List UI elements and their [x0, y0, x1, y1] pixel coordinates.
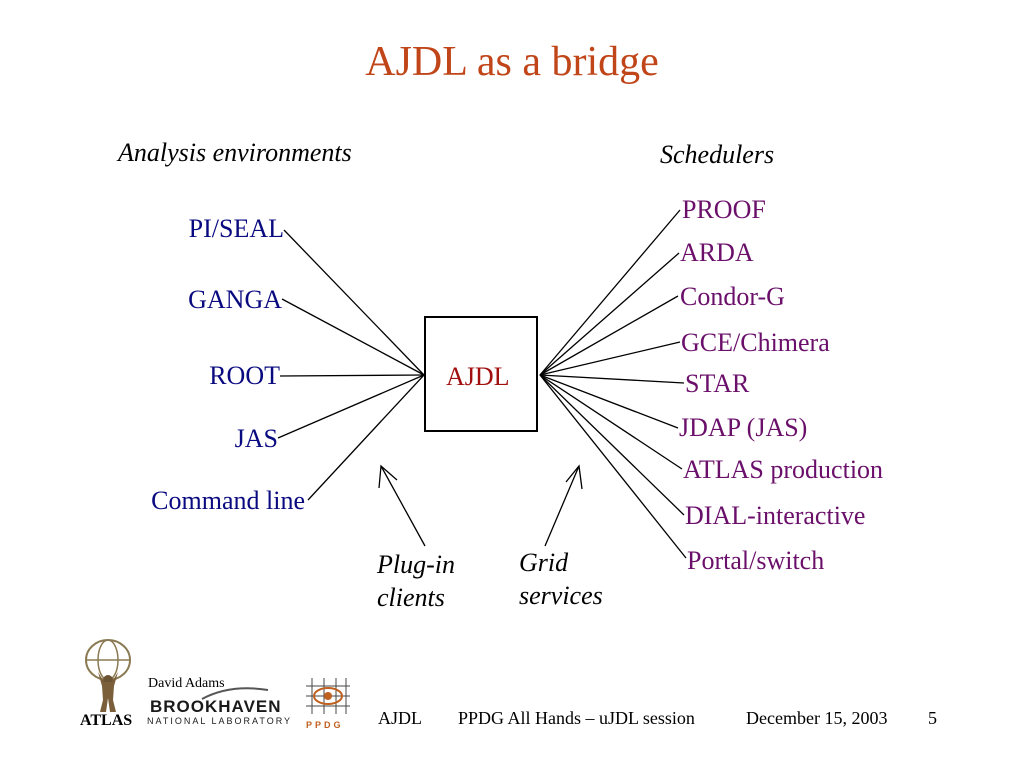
- connector-star: [539, 374, 685, 384]
- sched-portal-switch: Portal/switch: [687, 546, 825, 575]
- connector-atlas-production: [539, 374, 683, 470]
- grid-line2: services: [519, 581, 603, 610]
- ppdg-logo-text: PPDG: [306, 720, 344, 730]
- sched-atlas-production: ATLAS production: [683, 455, 884, 484]
- connector-ganga: [281, 298, 425, 376]
- sched-dial-interactive: DIAL-interactive: [685, 501, 866, 530]
- sched-condor-g: Condor-G: [680, 282, 785, 311]
- grid-line1: Grid: [519, 548, 569, 577]
- grid-arrow-shaft: [544, 465, 580, 547]
- connector-gce-chimera: [539, 341, 681, 376]
- plug-in-arrow-shaft: [380, 465, 426, 547]
- presenter-name: David Adams: [148, 676, 225, 691]
- connector-jas: [277, 374, 425, 439]
- env-jas: JAS: [234, 424, 278, 453]
- connector-dial-interactive: [539, 374, 685, 516]
- env-command-line: Command line: [151, 486, 305, 515]
- connector-pi-seal: [283, 229, 425, 376]
- schedulers-heading: Schedulers: [660, 140, 775, 169]
- footer-date: December 15, 2003: [746, 708, 888, 728]
- footer-page-number: 5: [928, 708, 937, 728]
- env-root: ROOT: [209, 361, 280, 390]
- connector-command-line: [307, 374, 425, 501]
- ajdl-label: AJDL: [446, 362, 510, 391]
- grid-arrow-head: [565, 464, 583, 490]
- connector-condor-g: [539, 295, 679, 376]
- plug-in-clients-annotation: Plug-in clients: [377, 548, 455, 614]
- atlas-logo-text: ATLAS: [80, 712, 133, 729]
- env-pi-seal: PI/SEAL: [188, 214, 284, 243]
- connector-portal-switch: [539, 374, 687, 559]
- connector-jdap: [539, 374, 679, 429]
- sched-star: STAR: [685, 369, 750, 398]
- ajdl-box: [424, 316, 538, 432]
- bnl-swoosh-icon: [201, 687, 269, 700]
- ppdg-logo: [306, 678, 350, 714]
- grid-services-annotation: Grid services: [519, 546, 603, 612]
- sched-proof: PROOF: [682, 195, 766, 224]
- connector-root: [279, 374, 425, 377]
- connector-arda: [539, 252, 680, 376]
- plug-in-line1: Plug-in: [377, 550, 455, 579]
- slide-title: AJDL as a bridge: [365, 39, 659, 85]
- sched-arda: ARDA: [680, 238, 754, 267]
- env-ganga: GANGA: [188, 285, 282, 314]
- connector-proof: [539, 209, 681, 376]
- sched-gce-chimera: GCE/Chimera: [681, 328, 830, 357]
- atlas-figure-logo: [85, 639, 131, 712]
- plug-in-line2: clients: [377, 583, 445, 612]
- analysis-environments-heading: Analysis environments: [118, 138, 352, 167]
- sched-jdap: JDAP (JAS): [679, 413, 808, 442]
- footer-event: PPDG All Hands – uJDL session: [458, 708, 695, 728]
- plug-in-arrow-head: [378, 464, 398, 489]
- footer-topic: AJDL: [378, 708, 422, 728]
- bnl-logo-line2: NATIONAL LABORATORY: [147, 716, 293, 726]
- bnl-logo-line1: BROOKHAVEN: [150, 697, 282, 716]
